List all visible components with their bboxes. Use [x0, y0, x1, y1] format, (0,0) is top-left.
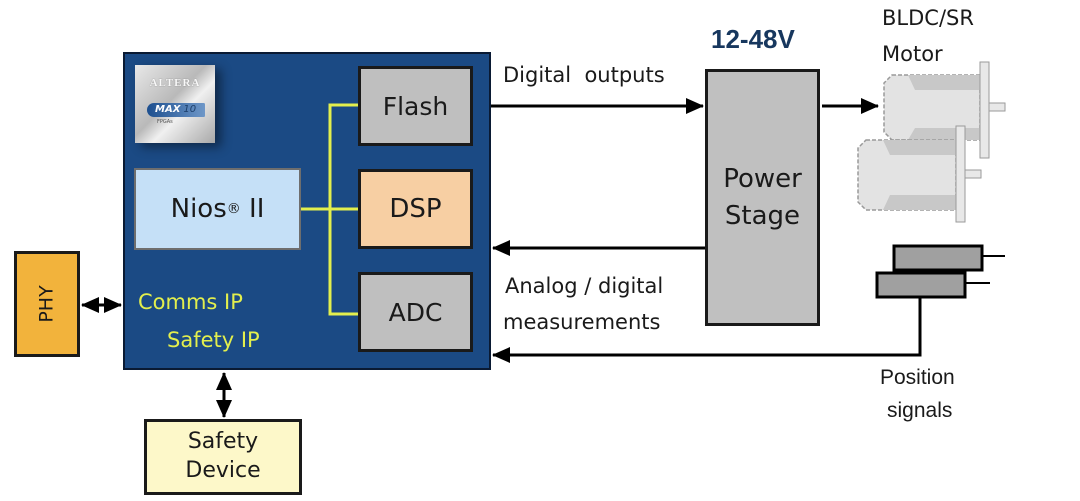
internal-bus — [301, 103, 358, 316]
motor-label-line2: Motor — [882, 42, 943, 66]
position-sensor-icon — [875, 244, 1005, 299]
nios-ii-block: Nios® II — [134, 168, 301, 250]
safety-device-block: Safety Device — [144, 419, 302, 495]
nios-suffix: II — [240, 194, 265, 224]
chip-family: MAX — [155, 104, 181, 115]
analog-measurements-line2: measurements — [503, 310, 661, 334]
adc-label: ADC — [388, 297, 443, 327]
dsp-block: DSP — [358, 169, 473, 249]
motor-front — [857, 125, 982, 223]
safety-device-line1: Safety — [187, 429, 259, 455]
power-stage-line2: Stage — [724, 200, 801, 231]
registered-mark: ® — [226, 201, 241, 217]
position-signals-line1: Position — [880, 366, 955, 389]
safety-device-line2: Device — [185, 458, 261, 483]
position-signals-line2: signals — [887, 399, 953, 422]
voltage-label: 12-48V — [711, 24, 795, 54]
power-stage-line1: Power — [723, 164, 802, 195]
safety-ip-label: Safety IP — [167, 328, 260, 352]
position-signals-arrow — [492, 297, 922, 363]
flash-label: Flash — [382, 91, 449, 121]
nios-label: Nios — [170, 194, 227, 224]
chip-sub: FPGAs — [157, 119, 173, 125]
motor-icon — [857, 61, 1006, 223]
chip-version: 10 — [183, 104, 197, 115]
digital-outputs-label: Digital outputs — [503, 63, 665, 87]
flash-block: Flash — [358, 66, 473, 146]
phy-block: PHY — [14, 251, 80, 357]
power-stage-block: Power Stage — [705, 69, 820, 326]
adc-block: ADC — [358, 272, 473, 352]
motor-label-line1: BLDC/SR — [882, 6, 974, 30]
comms-ip-label: Comms IP — [138, 290, 243, 314]
analog-measurements-line1: Analog / digital — [505, 274, 664, 298]
bus-flash-adc — [328, 103, 358, 316]
dsp-label: DSP — [389, 194, 442, 224]
chip-brand: ALTERA — [149, 77, 201, 89]
